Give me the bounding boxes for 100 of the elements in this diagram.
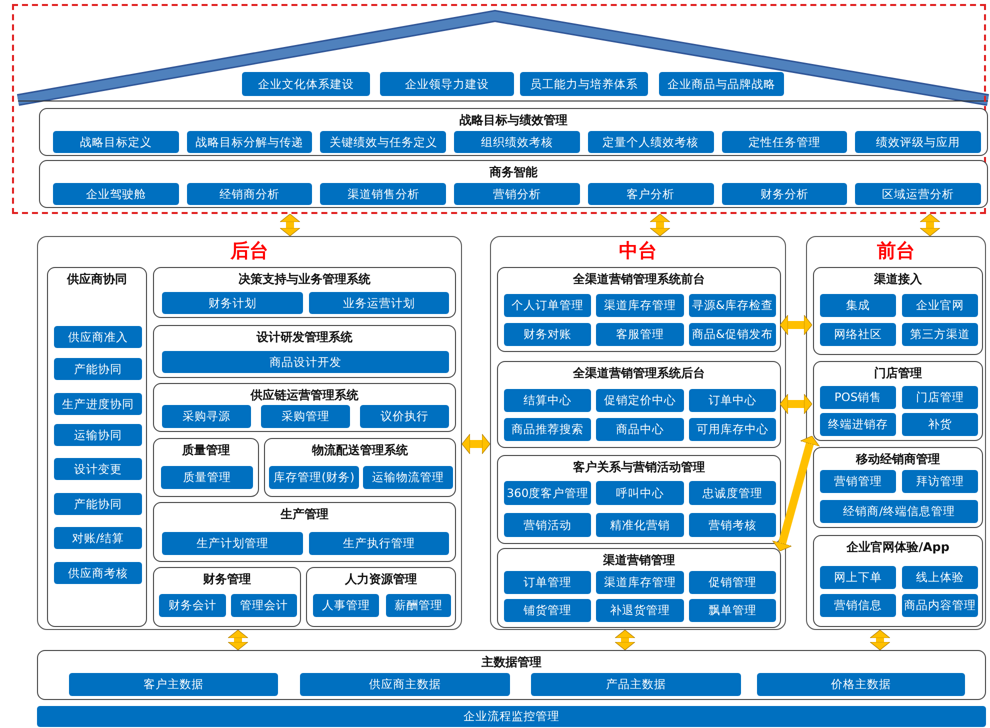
system-panel [813,447,983,528]
system-panel [47,267,147,627]
function-tile: 商品设计开发 [162,351,449,373]
double-arrow [920,214,940,236]
panel-title: 渠道营销管理 [603,553,675,568]
function-tile: 门店管理 [902,386,978,409]
tier-title: 前台 [877,240,915,263]
panel-title: 主数据管理 [482,655,542,670]
function-tile: 绩效评级与应用 [855,131,981,153]
function-tile: 运输协同 [54,424,142,446]
function-tile: 定性任务管理 [722,131,848,153]
function-tile: 铺货管理 [504,599,592,622]
panel-title: 设计研发管理系统 [256,330,352,344]
function-tile: 渠道库存管理 [596,571,684,594]
function-tile: 订单管理 [504,571,592,594]
tier-panel [490,236,786,630]
function-tile: 区域运营分析 [855,183,981,205]
panel-title: 移动经销商管理 [856,452,940,466]
function-tile: 业务运营计划 [308,292,449,314]
double-arrow [780,394,812,414]
dashed-region-frame [12,4,986,214]
system-panel [153,325,456,378]
system-panel [306,567,456,627]
function-tile: 生产进度协同 [54,393,142,415]
function-tile: 营销管理 [820,470,896,493]
function-tile: 可用库存中心 [688,418,776,441]
function-tile: 客服管理 [596,323,684,346]
function-tile: 营销考核 [688,513,776,537]
function-tile: 订单中心 [688,389,776,412]
system-panel [153,567,301,627]
panel-title: 决策支持与业务管理系统 [238,272,370,286]
panel-title: 供应商协同 [67,272,127,286]
function-tile: 人事管理 [313,594,378,617]
function-tile: 客户分析 [588,183,714,205]
function-tile: 组织绩效考核 [454,131,580,153]
panel-title: 财务管理 [203,572,251,586]
function-tile: 商品&促销发布 [688,323,776,346]
system-panel [813,361,983,441]
function-tile: 拜访管理 [902,470,978,493]
function-tile: 库存管理(财务) [269,466,359,489]
system-panel [264,438,456,497]
function-tile: 营销分析 [454,183,580,205]
function-tile: 呼叫中心 [596,481,684,505]
function-tile: 网络社区 [820,323,896,346]
system-panel [39,160,988,208]
double-arrow [228,630,248,650]
function-tile: 寻源&库存检查 [688,294,776,317]
function-tile: 员工能力与培养体系 [520,72,648,96]
system-panel [497,548,781,628]
tier-panel [37,236,462,630]
function-tile: 设计变更 [54,458,142,480]
double-arrow [772,436,820,552]
function-tile: 商品推荐搜索 [504,418,592,441]
function-tile: 产能协同 [54,493,142,515]
system-panel [39,108,988,156]
function-tile: 战略目标定义 [53,131,179,153]
function-tile: 企业流程监控管理 [37,706,986,727]
panel-title: 渠道接入 [874,272,922,286]
function-tile: 商品中心 [596,418,684,441]
function-tile: 供应商准入 [54,326,142,348]
system-panel [813,267,983,355]
function-tile: 议价执行 [360,405,449,428]
function-tile: 供应商考核 [54,562,142,584]
function-tile: 定量个人绩效考核 [588,131,714,153]
function-tile: 促销管理 [688,571,776,594]
function-tile: 对账/结算 [54,527,142,549]
panel-title: 全渠道营销管理系统后台 [573,366,705,380]
function-tile: 精准化营销 [596,513,684,537]
function-tile: 营销活动 [504,513,592,537]
system-panel [497,455,781,544]
panel-title: 战略目标与绩效管理 [460,113,568,128]
system-panel [153,502,456,562]
double-arrow [614,630,636,650]
function-tile: POS销售 [820,386,896,409]
function-tile: 集成 [820,294,896,317]
function-tile: 供应商主数据 [300,673,510,696]
function-tile: 财务会计 [159,594,226,617]
panel-title: 生产管理 [280,507,328,522]
function-tile: 采购管理 [261,405,350,428]
function-tile: 渠道库存管理 [596,294,684,317]
function-tile: 生产计划管理 [162,532,302,555]
system-panel [153,267,456,318]
function-tile: 企业商品与品牌战略 [659,72,784,96]
panel-title: 门店管理 [874,366,922,380]
function-tile: 360度客户管理 [504,481,592,505]
function-tile: 忠诚度管理 [688,481,776,505]
panel-title: 人力资源管理 [345,572,417,586]
function-tile: 商品内容管理 [902,594,978,617]
function-tile: 运输物流管理 [363,466,453,489]
function-tile: 战略目标分解与传递 [186,131,312,153]
function-tile: 财务分析 [722,183,848,205]
double-arrow [650,214,670,236]
tier-panel [806,236,986,630]
function-tile: 渠道销售分析 [320,183,446,205]
function-tile: 企业领导力建设 [380,72,514,96]
system-panel [153,383,456,432]
panel-title: 质量管理 [182,443,230,458]
panel-title: 供应链运营管理系统 [250,388,358,402]
function-tile: 结算中心 [504,389,592,412]
double-arrow [870,630,890,650]
